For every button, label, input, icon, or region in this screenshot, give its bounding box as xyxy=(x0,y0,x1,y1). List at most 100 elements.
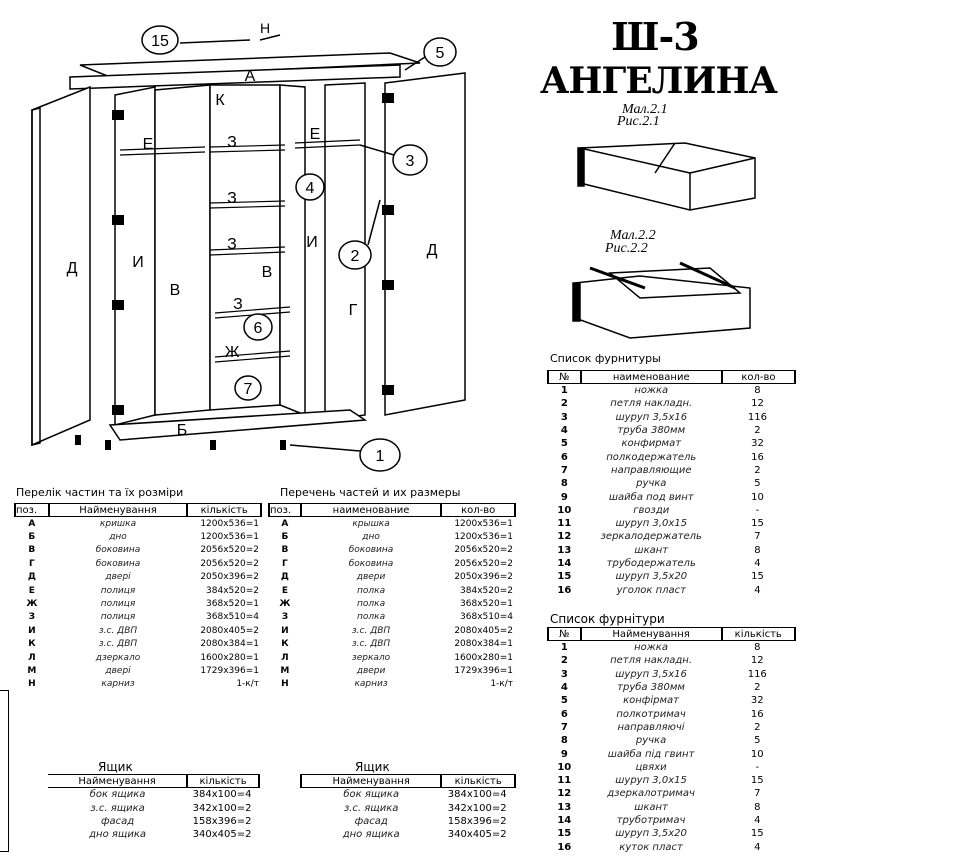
cell-a: 16 xyxy=(557,584,572,596)
cell-b: направляющие xyxy=(611,464,692,476)
table-row: 14 трубодержатель 4 xyxy=(548,557,795,570)
cell-c: 1200x536=1 xyxy=(200,518,259,529)
cell-a: дно ящика xyxy=(89,829,146,841)
cell-b: карниз xyxy=(101,679,135,690)
cell-a: Н xyxy=(281,679,289,690)
callout-5: 5 xyxy=(436,45,445,62)
label-z-1: З xyxy=(227,134,237,151)
col-header: № xyxy=(547,370,582,384)
cell-a: фасад xyxy=(100,815,135,827)
cell-c: 5 xyxy=(754,735,761,747)
cell-b: двери xyxy=(356,572,386,583)
cell-a: 16 xyxy=(557,841,572,853)
cell-b: шуруп 3,5x20 xyxy=(615,571,688,583)
cell-b: полкодержатель xyxy=(606,451,697,463)
cell-c: 12 xyxy=(750,655,764,667)
figure-1-label-ua: Мал.2.1 xyxy=(622,102,668,117)
cell-c: 8 xyxy=(754,642,761,654)
cell-b: полка xyxy=(356,585,386,596)
cell-b: зеркалодержатель xyxy=(600,531,702,543)
drawer-figure-2 xyxy=(572,261,751,339)
cell-a: 2 xyxy=(560,655,568,667)
cell-c: 2056x520=2 xyxy=(454,558,513,569)
cell-c: 4 xyxy=(754,558,761,569)
cell-a: 15 xyxy=(557,571,572,583)
cell-c: 2050x396=2 xyxy=(454,572,513,583)
cell-b: ножка xyxy=(634,642,668,654)
cell-a: 12 xyxy=(557,788,572,800)
cell-b: 340x405=2 xyxy=(192,829,252,841)
cell-a: 5 xyxy=(560,695,568,707)
cell-b: шуруп 3,5x16 xyxy=(615,668,687,680)
label-e-right: Е xyxy=(310,126,321,143)
cell-c: 15 xyxy=(751,571,764,583)
label-k: К xyxy=(215,92,225,109)
cell-b: дно xyxy=(362,532,380,543)
wardrobe-assembly-diagram: 15 Н А 5 К Е Е З З З З Ж 3 4 2 6 7 1 Д Д… xyxy=(31,20,466,472)
cell-b: шкант xyxy=(634,544,669,556)
col-header: наименование xyxy=(579,370,723,384)
cell-a: К xyxy=(281,639,289,650)
cell-a: 6 xyxy=(560,708,568,720)
label-b: Б xyxy=(177,422,188,439)
cell-b: полиця xyxy=(100,585,136,596)
cell-b: зеркало xyxy=(351,652,391,663)
cell-a: 3 xyxy=(560,411,568,423)
label-z-4: З xyxy=(233,296,243,313)
cell-c: 32 xyxy=(751,438,764,450)
cell-a: Ж xyxy=(279,599,291,610)
cell-c: - xyxy=(755,504,760,516)
cell-b: полка xyxy=(356,599,386,610)
cell-b: трубодержатель xyxy=(606,558,696,569)
cell-b: 340x405=2 xyxy=(447,829,507,841)
model-name: АНГЕЛИНА xyxy=(540,60,778,102)
cell-c: 116 xyxy=(747,411,767,423)
cell-c: 384x520=2 xyxy=(460,585,513,596)
drawer-ru-title: Ящик xyxy=(355,760,390,774)
cell-b: боковина xyxy=(348,545,394,556)
cell-b: полкотримач xyxy=(616,708,686,720)
cell-a: 13 xyxy=(557,801,572,813)
cell-a: Л xyxy=(28,652,36,663)
cell-a: з.с. ящика xyxy=(90,802,145,814)
cell-a: 14 xyxy=(557,558,572,569)
cell-a: фасад xyxy=(354,815,388,827)
cell-c: 10 xyxy=(750,748,764,760)
cell-a: 8 xyxy=(560,478,568,490)
col-header: Найменування xyxy=(47,503,189,517)
cell-c: 368x510=4 xyxy=(460,612,513,623)
label-e-left: Е xyxy=(143,136,154,153)
cell-a: И xyxy=(281,625,289,636)
cell-b: шайба под винт xyxy=(608,491,694,503)
drawer-figure-1 xyxy=(577,142,756,211)
cell-a: 15 xyxy=(557,828,572,840)
cell-b: ножка xyxy=(634,385,669,397)
cell-a: бок ящика xyxy=(89,789,146,801)
cell-a: 9 xyxy=(560,748,568,760)
cell-a: Н xyxy=(28,679,36,690)
callout-6: 6 xyxy=(254,320,263,337)
cell-c: - xyxy=(755,761,760,773)
